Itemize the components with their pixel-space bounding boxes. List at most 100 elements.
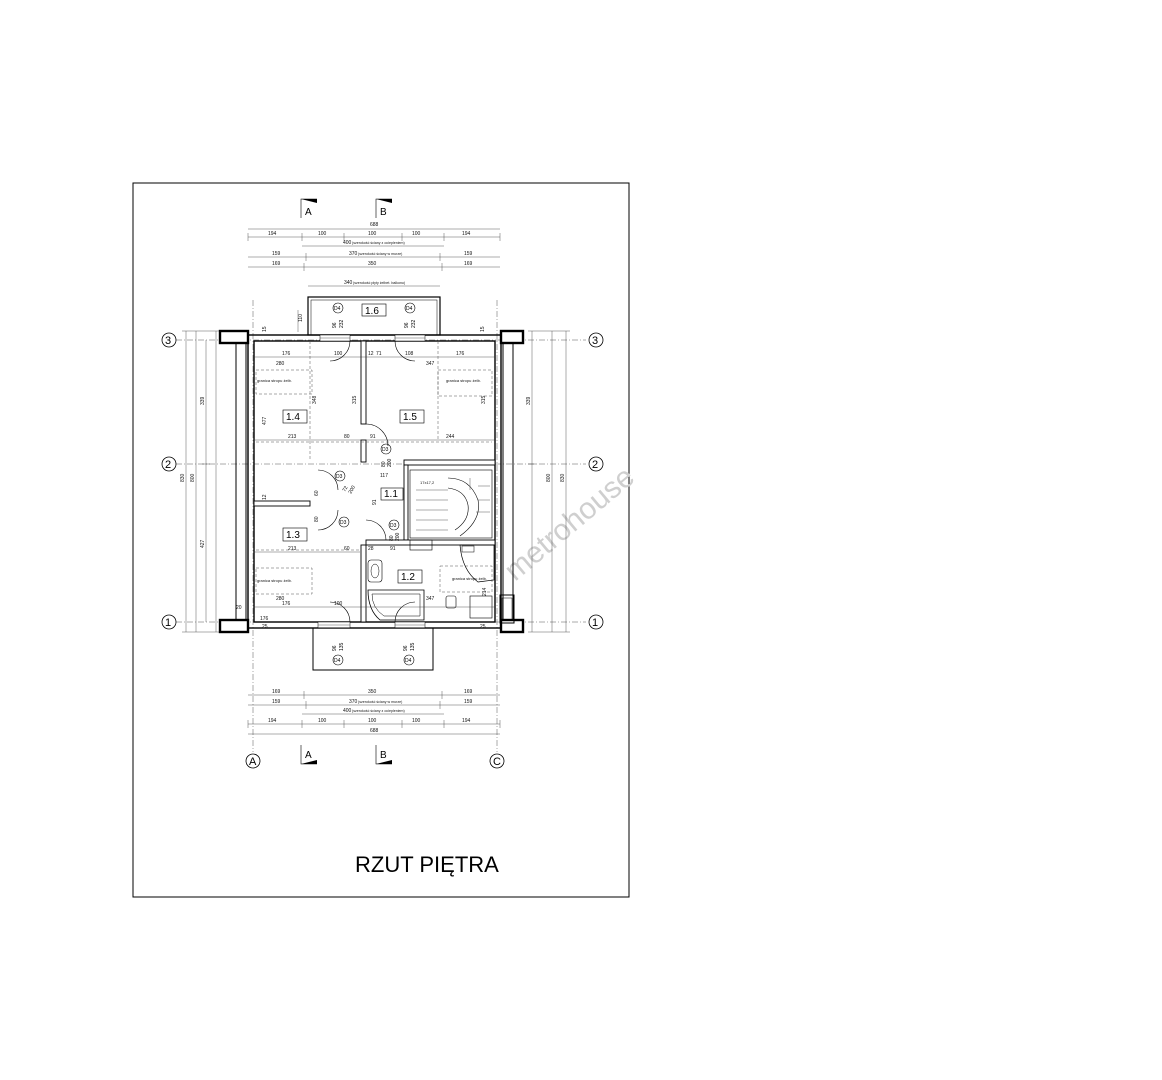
windows-bottom xyxy=(317,621,426,629)
slab-boundaries xyxy=(255,341,493,595)
svg-text:80: 80 xyxy=(314,516,320,522)
svg-text:15: 15 xyxy=(262,326,268,332)
svg-text:D4: D4 xyxy=(334,658,341,664)
svg-text:117: 117 xyxy=(380,473,388,479)
slab-note-1-3: granica stropu żelb. xyxy=(257,578,292,583)
svg-text:96: 96 xyxy=(332,322,338,328)
grid-axis-1-left: 1 xyxy=(161,614,177,630)
grid-axis-2-left: 2 xyxy=(161,456,177,472)
watermark: metrohouse xyxy=(498,460,641,587)
svg-text:3: 3 xyxy=(592,335,598,347)
door-tag-d3-3: D3 xyxy=(338,516,350,528)
svg-text:(szerokość płyty żelbet. balko: (szerokość płyty żelbet. balkonu) xyxy=(353,281,405,285)
svg-text:C: C xyxy=(493,756,501,768)
svg-text:688: 688 xyxy=(370,728,379,734)
svg-text:340: 340 xyxy=(344,280,353,286)
svg-text:213: 213 xyxy=(288,434,297,440)
svg-text:315: 315 xyxy=(481,395,487,404)
svg-text:159: 159 xyxy=(272,699,281,705)
right-dimensions: 339 800 830 xyxy=(526,330,570,633)
svg-text:214: 214 xyxy=(482,587,488,596)
svg-text:D3: D3 xyxy=(390,523,397,529)
door-tag-d3-4: D3 xyxy=(388,519,400,531)
svg-text:100: 100 xyxy=(412,718,421,724)
svg-text:B: B xyxy=(380,750,387,761)
svg-text:80: 80 xyxy=(389,535,395,541)
svg-text:159: 159 xyxy=(464,251,473,257)
slab-note-1-2: granica stropu żelb. xyxy=(452,576,487,581)
door-sizes-inner: 80 200 72 200 80 200 xyxy=(342,458,401,541)
grid-axis-3-left: 3 xyxy=(161,332,177,348)
room-label-1-4: 1.4 xyxy=(282,409,308,424)
svg-text:830: 830 xyxy=(560,473,566,482)
door-tag-d4-top-right: D4 96 232 xyxy=(404,302,417,328)
svg-text:159: 159 xyxy=(464,699,473,705)
svg-text:427: 427 xyxy=(200,539,206,548)
svg-text:(szerokość ściany w murze): (szerokość ściany w murze) xyxy=(358,252,402,256)
svg-text:1.5: 1.5 xyxy=(403,412,417,423)
svg-text:(szerokość ściany z ocieplenie: (szerokość ściany z ociepleniem) xyxy=(352,709,405,713)
svg-text:100: 100 xyxy=(334,351,343,357)
svg-text:169: 169 xyxy=(272,261,281,267)
room-label-1-6: 1.6 xyxy=(361,303,387,317)
svg-text:169: 169 xyxy=(464,689,473,695)
bottom-dimensions: 169 350 169 159 370 (szerokość ściany w … xyxy=(247,689,501,735)
svg-text:D4: D4 xyxy=(405,658,412,664)
grid-axis-1-right: 1 xyxy=(588,614,604,630)
svg-text:B: B xyxy=(380,207,387,218)
svg-text:194: 194 xyxy=(268,231,277,237)
svg-text:339: 339 xyxy=(200,396,206,405)
grid-axis-c-bottom: C xyxy=(489,753,505,769)
svg-text:232: 232 xyxy=(411,319,417,328)
svg-text:348: 348 xyxy=(312,395,318,404)
svg-text:17x17,2: 17x17,2 xyxy=(420,480,435,485)
svg-text:1: 1 xyxy=(592,617,598,629)
svg-text:96: 96 xyxy=(404,322,410,328)
grid-axis-2-right: 2 xyxy=(588,456,604,472)
svg-text:100: 100 xyxy=(318,231,327,237)
svg-text:347: 347 xyxy=(426,361,435,367)
svg-text:400: 400 xyxy=(343,708,352,714)
windows-top xyxy=(319,334,426,342)
room-label-1-2: 1.2 xyxy=(397,569,423,584)
svg-text:1.1: 1.1 xyxy=(384,489,398,500)
svg-text:176: 176 xyxy=(456,351,465,357)
svg-text:280: 280 xyxy=(276,596,285,602)
svg-text:60: 60 xyxy=(314,490,320,496)
slab-note-1-5: granica stropu żelb. xyxy=(446,378,481,383)
svg-text:A: A xyxy=(305,750,312,761)
svg-text:28: 28 xyxy=(368,546,374,552)
room-label-1-5: 1.5 xyxy=(399,409,425,424)
svg-text:194: 194 xyxy=(268,718,277,724)
svg-text:D4: D4 xyxy=(334,306,341,312)
svg-text:1.2: 1.2 xyxy=(401,572,415,583)
svg-text:200: 200 xyxy=(395,532,401,541)
svg-text:194: 194 xyxy=(462,231,471,237)
door-tag-d3-2: D3 xyxy=(334,470,346,482)
svg-text:25: 25 xyxy=(262,624,268,630)
svg-text:D3: D3 xyxy=(336,474,343,480)
svg-text:280: 280 xyxy=(276,361,285,367)
section-marker-a-top: A xyxy=(300,198,317,218)
svg-text:830: 830 xyxy=(180,473,186,482)
svg-text:96: 96 xyxy=(403,645,409,651)
svg-text:370: 370 xyxy=(349,699,358,705)
svg-text:A: A xyxy=(305,207,312,218)
svg-text:80: 80 xyxy=(381,461,387,467)
svg-text:1.6: 1.6 xyxy=(365,306,379,317)
staircase: 17x17,2 xyxy=(409,469,493,539)
section-marker-b-bottom: B xyxy=(375,745,392,765)
svg-text:100: 100 xyxy=(318,718,327,724)
svg-text:339: 339 xyxy=(526,396,532,405)
svg-text:2: 2 xyxy=(592,459,598,471)
svg-text:400: 400 xyxy=(343,240,352,246)
door-swings xyxy=(317,340,416,623)
svg-text:72: 72 xyxy=(342,485,350,493)
interior-walls xyxy=(253,340,496,623)
svg-text:2: 2 xyxy=(165,459,171,471)
svg-text:350: 350 xyxy=(368,261,377,267)
svg-text:100: 100 xyxy=(334,601,343,607)
svg-text:91: 91 xyxy=(370,434,376,440)
svg-text:688: 688 xyxy=(370,222,379,228)
